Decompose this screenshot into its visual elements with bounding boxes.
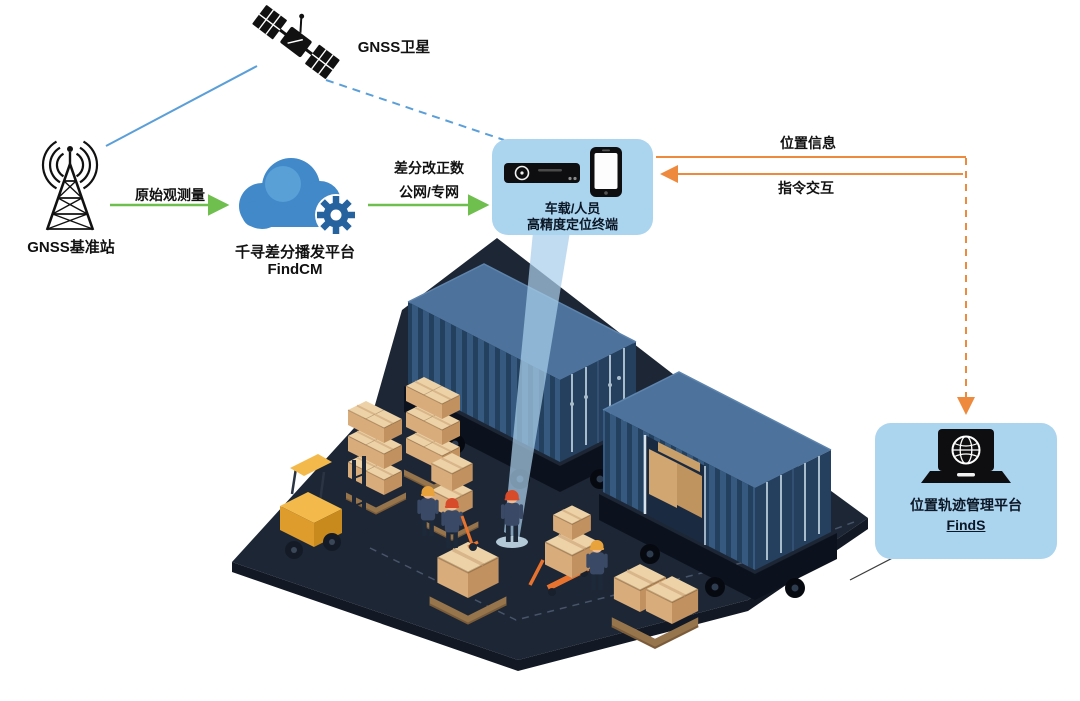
signal-waves-icon [41,140,99,190]
raw-observation-label: 原始观测量 [135,187,205,203]
cloud-icon [239,158,357,236]
correction-label-line2: 公网/专网 [399,184,459,200]
base-station-label: GNSS基准站 [27,239,115,256]
trailer-2 [599,494,837,600]
finds-panel: 位置轨迹管理平台 FindS [875,423,1057,559]
forklift-icon [280,454,387,559]
terminal-panel: 车载/人员 高精度定位终端 [492,139,653,235]
positioning-beam [504,232,570,540]
satellite-to-base-link [105,65,258,147]
gear-icon [315,194,357,236]
findcm-title: 千寻差分播发平台 [234,244,356,261]
gnss-receiver-icon [504,163,580,183]
command-label: 指令交互 [778,180,834,196]
finds-title: 位置轨迹管理平台 [910,497,1022,513]
terminal-icons [504,147,622,197]
gnss-satellite-icon [252,5,340,79]
smartphone-icon [590,147,622,197]
beam-glow [496,536,528,548]
hand-truck [460,515,479,551]
base-station-tower-icon [41,140,99,231]
correction-label-line1: 差分改正数 [394,160,464,176]
satellite-to-terminal-link [325,79,505,141]
terminal-label-line2: 高精度定位终端 [526,217,618,232]
warehouse-scene [232,232,868,671]
position-info-label: 位置信息 [780,135,836,151]
findcm-product: FindCM [267,261,323,278]
laptop-globe-icon [921,429,1011,483]
finds-product: FindS [946,517,986,533]
container-2 [602,371,832,570]
satellite-label: GNSS卫星 [357,39,431,56]
terminal-label-line1: 车载/人员 [544,201,601,216]
